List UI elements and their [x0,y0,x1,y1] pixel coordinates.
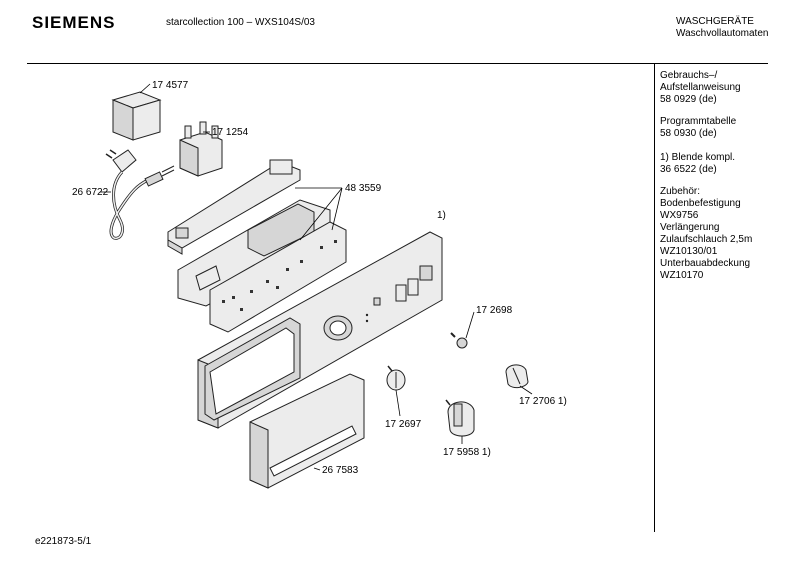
doc-accessories: Zubehör: Bodenbefestigung WX9756 Verläng… [660,186,753,281]
exploded-diagram: 17 4577 26 6722 17 1254 [72,80,567,489]
mains-cable [105,149,175,240]
label-note1: 1) [437,210,446,221]
label-175958: 17 5958 1) [443,447,491,458]
label-267583: 26 7583 [322,465,359,476]
category-title: WASCHGERÄTE [676,16,754,27]
model-title: starcollection 100 – WXS104S/03 [166,17,315,28]
label-266722: 26 6722 [72,187,109,198]
detergent-drawer [249,373,365,489]
leader-172698 [465,311,475,339]
header-divider [27,63,768,64]
label-172697: 17 2697 [385,419,422,430]
doc-manual: Gebrauchs–/ Aufstellanweisung 58 0929 (d… [660,70,741,105]
drawing-id: e221873-5/1 [35,536,92,547]
subcategory-title: Waschvollautomaten [676,28,769,39]
leader-267583 [313,467,321,471]
program-knob [386,365,406,391]
sidebar-info: Gebrauchs–/ Aufstellanweisung 58 0929 (d… [660,70,790,292]
sidebar-divider [654,64,655,532]
wiring-rail [167,159,301,255]
knob-small [450,332,468,349]
leader-483559 [295,187,343,241]
rotary-knob [445,399,475,437]
control-panel [197,231,443,429]
brand-logo: SIEMENS [32,13,116,32]
leader-174577 [139,83,151,94]
leader-172697 [395,389,401,417]
filter-box [111,91,162,141]
doc-program-table: Programmtabelle 58 0930 (de) [660,116,737,139]
selector-knob [505,364,529,389]
suppressor [179,121,223,177]
label-483559: 48 3559 [345,183,382,194]
control-pcb [209,221,347,333]
leader-172706 [519,385,533,395]
label-174577: 17 4577 [152,80,189,91]
doc-panel-complete: 1) Blende kompl. 36 6522 (de) [660,152,736,175]
label-172698: 17 2698 [476,305,513,316]
label-172706: 17 2706 1) [519,396,567,407]
electronics-module [177,199,331,307]
label-171254: 17 1254 [212,127,249,138]
